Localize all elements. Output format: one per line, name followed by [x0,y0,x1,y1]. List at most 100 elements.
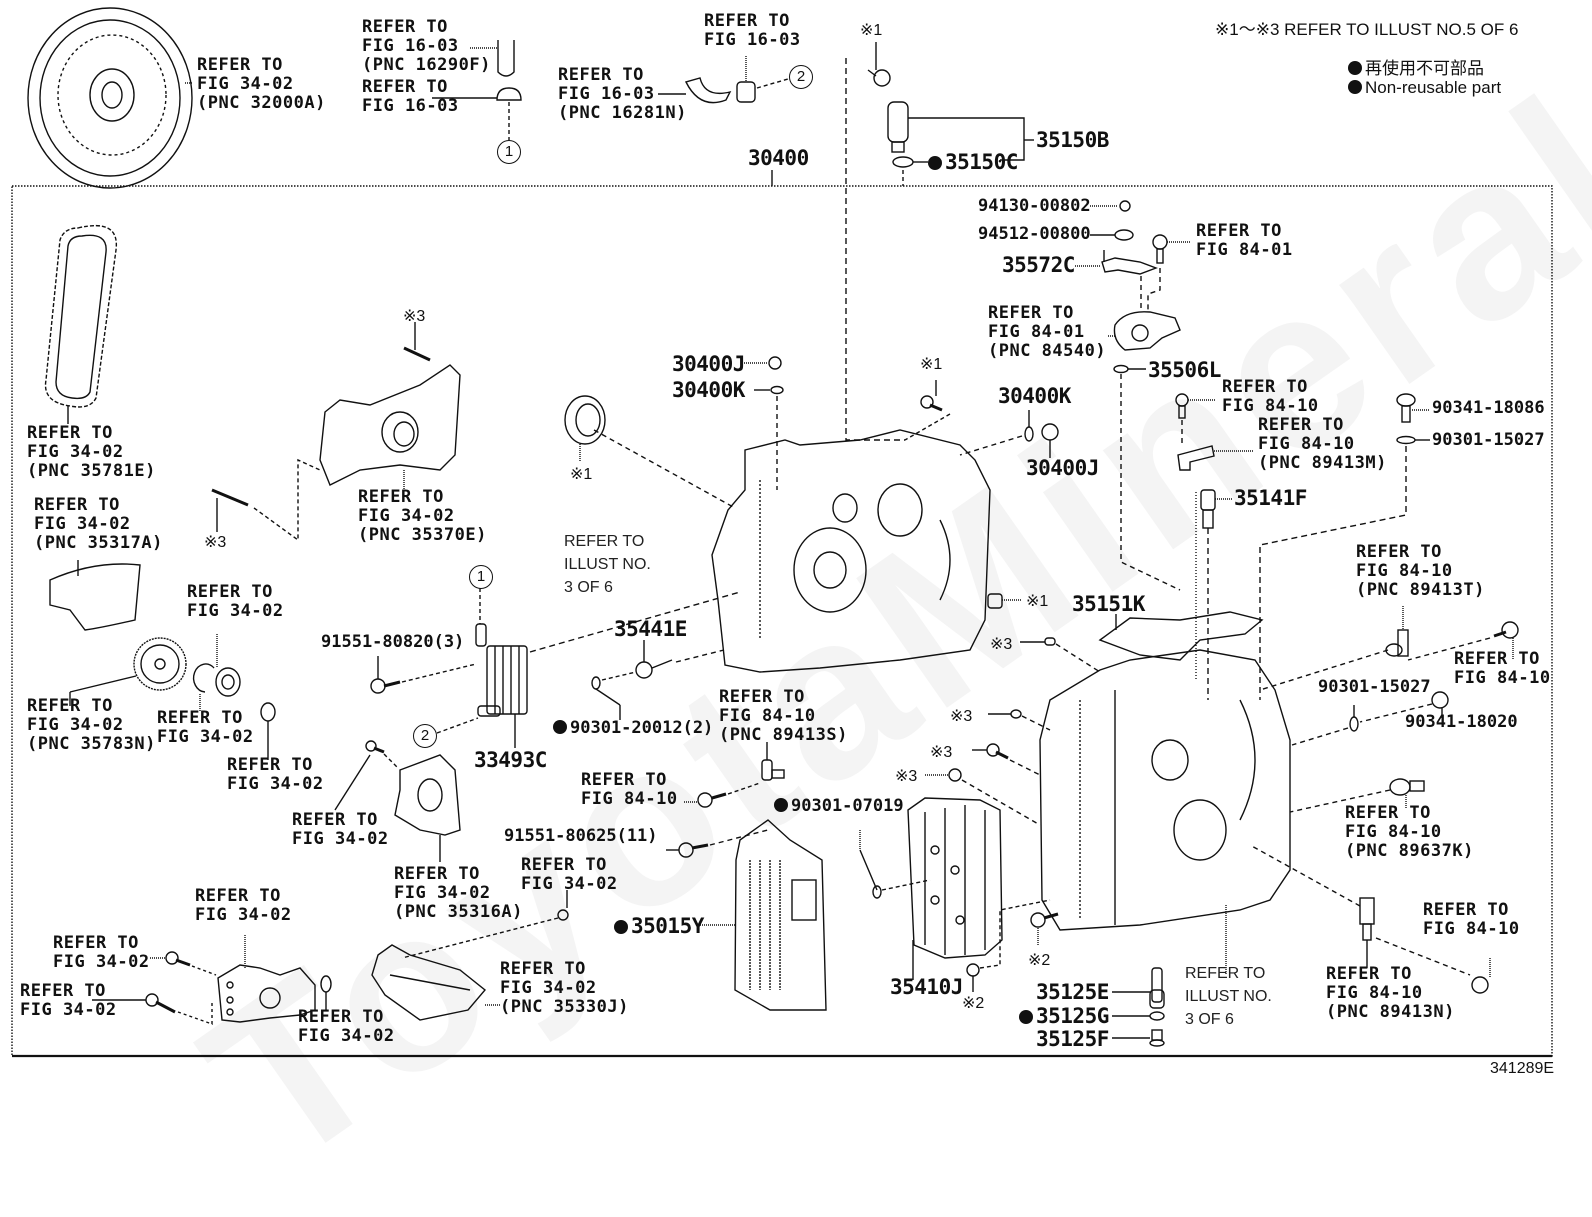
ref-cover-35316A[interactable]: REFER TO FIG 34-02 (PNC 35316A) [394,864,523,923]
ref-sensor-89413S[interactable]: REFER TO FIG 84-10 (PNC 89413S) [719,687,848,746]
part-90301-20012[interactable]: 90301-20012(2) [553,718,713,738]
ref-sprocket-top[interactable]: REFER TO FIG 34-02 [187,582,284,622]
ref-plug-16-03[interactable]: REFER TO FIG 16-03 [362,77,459,117]
ref-clamp-16-03[interactable]: REFER TO FIG 16-03 [704,11,801,51]
non-reusable-icon [553,720,567,734]
part-91551-80820[interactable]: 91551-80820(3) [321,632,465,652]
oil-pipe-plate-icon [1098,611,1264,661]
ref-illust-3-right[interactable]: REFER TO ILLUST NO. 3 OF 6 [1185,965,1272,1029]
valve-body-icon [907,797,1003,959]
plug-icon [496,87,522,101]
clamp-icon [736,81,756,103]
bolt-icon [165,951,191,967]
part-94512-00800[interactable]: 94512-00800 [978,224,1091,244]
washer-icon [1114,229,1134,241]
part-30400K-a[interactable]: 30400K [672,378,745,402]
part-35015Y[interactable]: 35015Y [614,914,704,938]
part-35150B[interactable]: 35150B [1036,128,1109,152]
ref-pump-bolt-2[interactable]: REFER TO FIG 34-02 [20,981,117,1021]
nut-icon [1119,200,1131,212]
control-module-icon [734,819,827,1011]
ref-sensor-89413M[interactable]: REFER TO FIG 84-10 (PNC 89413M) [1258,415,1387,474]
ref-strainer-bolt[interactable]: REFER TO FIG 34-02 [521,855,618,895]
part-33493C[interactable]: 33493C [474,748,547,772]
ref-snap-ring[interactable]: REFER TO FIG 34-02 [157,708,254,748]
ref-torque-converter[interactable]: REFER TO FIG 34-02 (PNC 32000A) [197,55,326,114]
parts-diagram: ToyotaMineral.ru [11,0,1592,1214]
part-90341-18086[interactable]: 90341-18086 [1432,398,1545,418]
ref-switch-84540[interactable]: REFER TO FIG 84-01 (PNC 84540) [988,303,1107,362]
part-35125E[interactable]: 35125E [1036,980,1109,1004]
part-30400K-b[interactable]: 30400K [998,384,1071,408]
ref-sensor-89413T[interactable]: REFER TO FIG 84-10 (PNC 89413T) [1356,542,1485,601]
callout-2: 2 [413,724,437,748]
transmission-case-icon [1039,649,1291,931]
ref-bolt-84-10-a[interactable]: REFER TO FIG 84-10 [581,770,678,810]
speed-sensor-icon [1385,629,1409,657]
oil-seal-icon [564,395,606,445]
part-35151K[interactable]: 35151K [1072,592,1145,616]
ref-bolt-84-10-d[interactable]: REFER TO FIG 84-10 [1423,900,1520,940]
part-35506L[interactable]: 35506L [1148,358,1221,382]
oil-strainer-icon [371,944,487,1021]
part-35125G[interactable]: 35125G [1019,1004,1109,1028]
part-90341-18020[interactable]: 90341-18020 [1405,712,1518,732]
speed-sensor-icon [1359,897,1375,941]
speed-sensor-icon [761,759,785,781]
ref-illust-3-left[interactable]: REFER TO ILLUST NO. 3 OF 6 [564,533,651,597]
mark-3: ※3 [990,636,1013,653]
part-30400J-b[interactable]: 30400J [1026,456,1099,480]
filled-circle-icon [1348,61,1362,75]
ref-chain-35781E[interactable]: REFER TO FIG 34-02 (PNC 35781E) [27,423,156,482]
ref-sensor-89637K[interactable]: REFER TO FIG 84-10 (PNC 89637K) [1345,803,1474,862]
ref-pump-top[interactable]: REFER TO FIG 34-02 [195,886,292,926]
ref-strainer-35330J[interactable]: REFER TO FIG 34-02 (PNC 35330J) [500,959,629,1018]
ref-sensor-89413N[interactable]: REFER TO FIG 84-10 (PNC 89413N) [1326,964,1455,1023]
ref-pump-oring[interactable]: REFER TO FIG 34-02 [298,1007,395,1047]
bolt-icon [986,743,1009,760]
lever-icon [1101,250,1158,275]
illustration-id: 341289E [1490,1060,1555,1077]
part-35150C[interactable]: 35150C [928,150,1018,174]
bolt-icon [1471,976,1489,994]
part-30400J-a[interactable]: 30400J [672,352,745,376]
transaxle-housing-icon [711,429,991,673]
part-90301-07019[interactable]: 90301-07019 [774,796,904,816]
part-91551-80625[interactable]: 91551-80625(11) [504,826,658,846]
ref-bolt-84-10-b[interactable]: REFER TO FIG 84-10 [1222,377,1319,417]
part-90301-15027-a[interactable]: 90301-15027 [1432,430,1545,450]
ref-oring-34-02[interactable]: REFER TO FIG 34-02 [227,755,324,795]
sprocket-icon [133,637,187,691]
breather-plug-icon [635,659,673,679]
plug-icon [1431,691,1449,709]
mark-3: ※3 [204,534,227,551]
part-90301-15027-b[interactable]: 90301-15027 [1318,677,1431,697]
ref-bolt-84-01[interactable]: REFER TO FIG 84-01 [1196,221,1293,261]
temp-sensor-icon [1389,778,1425,796]
plug-icon [1396,393,1416,423]
ref-bolt-84-10-c[interactable]: REFER TO FIG 84-10 [1454,649,1551,689]
part-35441E[interactable]: 35441E [614,617,687,641]
non-reusable-icon [774,798,788,812]
ref-pump-bolt-1[interactable]: REFER TO FIG 34-02 [53,933,150,973]
drain-plug-icon [1149,1029,1165,1047]
legend-item-non-reusable: Non-reusable part [1348,78,1501,98]
assembly-pnc[interactable]: 30400 [748,146,809,170]
non-reusable-icon [928,156,942,170]
part-35572C[interactable]: 35572C [1002,253,1075,277]
mark-1: ※1 [570,466,593,483]
ref-plate-35370E[interactable]: REFER TO FIG 34-02 (PNC 35370E) [358,487,487,546]
ref-bolt-cover[interactable]: REFER TO FIG 34-02 [292,810,389,850]
part-35141F[interactable]: 35141F [1234,486,1307,510]
snap-ring-icon [192,663,215,693]
part-94130-00802[interactable]: 94130-00802 [978,196,1091,216]
oil-level-plug-icon [1149,967,1165,1009]
part-35410J[interactable]: 35410J [890,975,963,999]
pressure-sensor-icon [1200,489,1216,529]
ref-pipe-16290F[interactable]: REFER TO FIG 16-03 (PNC 16290F) [362,17,491,76]
mark-1: ※1 [1026,593,1049,610]
ref-sprocket-35783N[interactable]: REFER TO FIG 34-02 (PNC 35783N) [27,696,156,755]
ref-hose-16281N[interactable]: REFER TO FIG 16-03 (PNC 16281N) [558,65,687,124]
part-35125F[interactable]: 35125F [1036,1027,1109,1051]
ref-guide-35317A[interactable]: REFER TO FIG 34-02 (PNC 35317A) [34,495,163,554]
